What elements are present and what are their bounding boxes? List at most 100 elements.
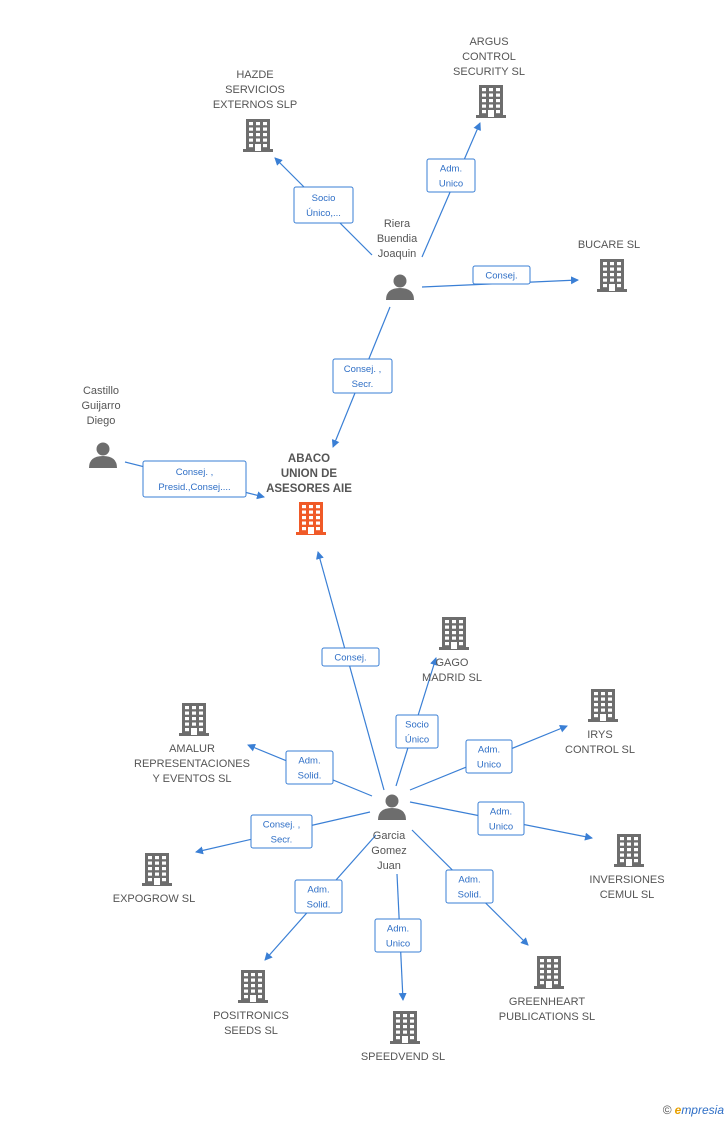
person-icon	[378, 794, 406, 820]
nodes-layer: ABACO UNION DE ASESORES AIE RieraBuendiaJoa…	[81, 36, 664, 1063]
building-icon	[390, 1011, 420, 1044]
edge-label-garcia-greenheart[interactable]: Adm. Solid.	[445, 869, 494, 904]
brand-logo-initial: e	[674, 1103, 682, 1117]
node-label: MADRID SL	[422, 672, 482, 684]
node-label: BUCARE SL	[578, 239, 640, 251]
edge-label-garcia-speedvend[interactable]: Adm. Unico	[374, 918, 422, 953]
node-label: Joaquin	[378, 248, 417, 260]
node-label: SEEDS SL	[224, 1025, 278, 1037]
node-label: Garcia	[373, 830, 406, 842]
node-label: UNION DE	[281, 468, 338, 480]
building-icon	[597, 259, 627, 292]
edge-label-text: Secr.	[271, 835, 293, 846]
node-label: Riera	[384, 218, 411, 230]
node-label: SPEEDVEND SL	[361, 1051, 445, 1063]
node-label: CONTROL	[462, 51, 516, 63]
building-icon	[142, 853, 172, 886]
node-label: ABACO	[288, 453, 330, 465]
copyright-footer: ©empresia	[663, 1103, 724, 1117]
node-gago[interactable]: GAGO MADRID SL	[422, 617, 482, 684]
node-label: REPRESENTACIONES	[134, 758, 250, 770]
edge-label-riera-argus[interactable]: Adm.Unico	[426, 158, 476, 193]
node-amalur[interactable]: AMALUR REPRESENTACIONES Y EVENTOS SL	[134, 703, 250, 785]
node-label: EXTERNOS SLP	[213, 99, 297, 111]
edge-label-text: Socio	[405, 720, 429, 731]
edge-label-text: Consej.	[334, 653, 366, 664]
edge-label-text: Unico	[386, 939, 410, 950]
building-icon	[476, 85, 506, 118]
edge-label-text: Consej. ,	[176, 467, 214, 478]
node-label: ARGUS	[469, 36, 508, 48]
edge-label-riera-abaco[interactable]: Consej. ,Secr.	[332, 358, 393, 394]
edge-garcia-abaco	[316, 551, 385, 791]
edge-label-garcia-inversiones[interactable]: Adm. Unico	[477, 801, 525, 836]
edge-label-text: Adm.	[440, 164, 462, 175]
node-expogrow[interactable]: EXPOGROW SL	[113, 853, 196, 905]
node-bucare[interactable]: BUCARE SL	[578, 239, 640, 292]
edge-label-text: Consej. ,	[263, 820, 301, 831]
edge-label-text: Adm.	[387, 924, 409, 935]
brand-logo-text: mpresia	[681, 1103, 724, 1117]
building-icon	[243, 119, 273, 152]
node-label: SERVICIOS	[225, 84, 285, 96]
node-label: CONTROL SL	[565, 744, 635, 756]
edge-label-text: Unico	[477, 760, 501, 771]
node-abaco[interactable]: ABACO UNION DE ASESORES AIE	[266, 453, 352, 535]
node-inversiones[interactable]: INVERSIONES CEMUL SL	[589, 834, 665, 901]
node-speedvend[interactable]: SPEEDVEND SL	[361, 1011, 445, 1063]
node-label: GAGO	[435, 657, 468, 669]
edge-label-text: Adm.	[490, 807, 512, 818]
edge-label-castillo-abaco[interactable]: Consej. ,Presid.,Consej....	[142, 460, 247, 498]
edge-label-garcia-expogrow[interactable]: Consej. , Secr.	[250, 814, 313, 849]
edge-label-text: Único	[405, 735, 429, 746]
node-label: INVERSIONES	[589, 874, 664, 886]
edge-label-riera-hazde[interactable]: SocioÚnico,...	[293, 186, 354, 224]
edge-label-garcia-irys[interactable]: Adm. Unico	[465, 739, 513, 774]
building-icon	[614, 834, 644, 867]
building-icon	[179, 703, 209, 736]
edge-label-garcia-abaco[interactable]: Consej.	[321, 647, 380, 667]
node-label: Buendia	[377, 233, 418, 245]
edge-label-text: Adm.	[298, 756, 320, 767]
edge-label-text: Adm.	[307, 885, 329, 896]
building-icon	[439, 617, 469, 650]
building-icon	[588, 689, 618, 722]
node-label: EXPOGROW SL	[113, 893, 196, 905]
copyright-symbol: ©	[662, 1103, 672, 1117]
edges-layer	[124, 122, 593, 1001]
edge-label-text: Consej.	[485, 271, 517, 282]
edge-label-text: Socio	[312, 193, 336, 204]
node-label: CEMUL SL	[600, 889, 655, 901]
building-icon	[296, 502, 326, 535]
edge-label-text: Solid.	[298, 771, 322, 782]
node-label: Y EVENTOS SL	[152, 773, 231, 785]
edge-label-riera-bucare[interactable]: Consej.	[472, 265, 531, 285]
node-label: PUBLICATIONS SL	[499, 1011, 595, 1023]
node-label: AMALUR	[169, 743, 215, 755]
edge-label-text: Unico	[489, 822, 513, 833]
edge-label-text: Solid.	[458, 890, 482, 901]
node-label: POSITRONICS	[213, 1010, 289, 1022]
edge-label-text: Adm.	[478, 745, 500, 756]
node-positronics[interactable]: POSITRONICS SEEDS SL	[213, 970, 289, 1037]
edge-label-text: Adm.	[458, 875, 480, 886]
node-label: Guijarro	[81, 400, 120, 412]
node-label: ASESORES AIE	[266, 483, 352, 495]
edge-label-text: Secr.	[352, 379, 374, 390]
node-irys[interactable]: IRYS CONTROL SL	[565, 689, 635, 756]
edge-label-garcia-amalur[interactable]: Adm. Solid.	[285, 750, 334, 785]
building-icon	[238, 970, 268, 1003]
node-label: IRYS	[587, 729, 612, 741]
building-icon	[534, 956, 564, 989]
person-icon	[386, 274, 414, 300]
edge-label-garcia-positronics[interactable]: Adm.Solid.	[294, 879, 343, 914]
